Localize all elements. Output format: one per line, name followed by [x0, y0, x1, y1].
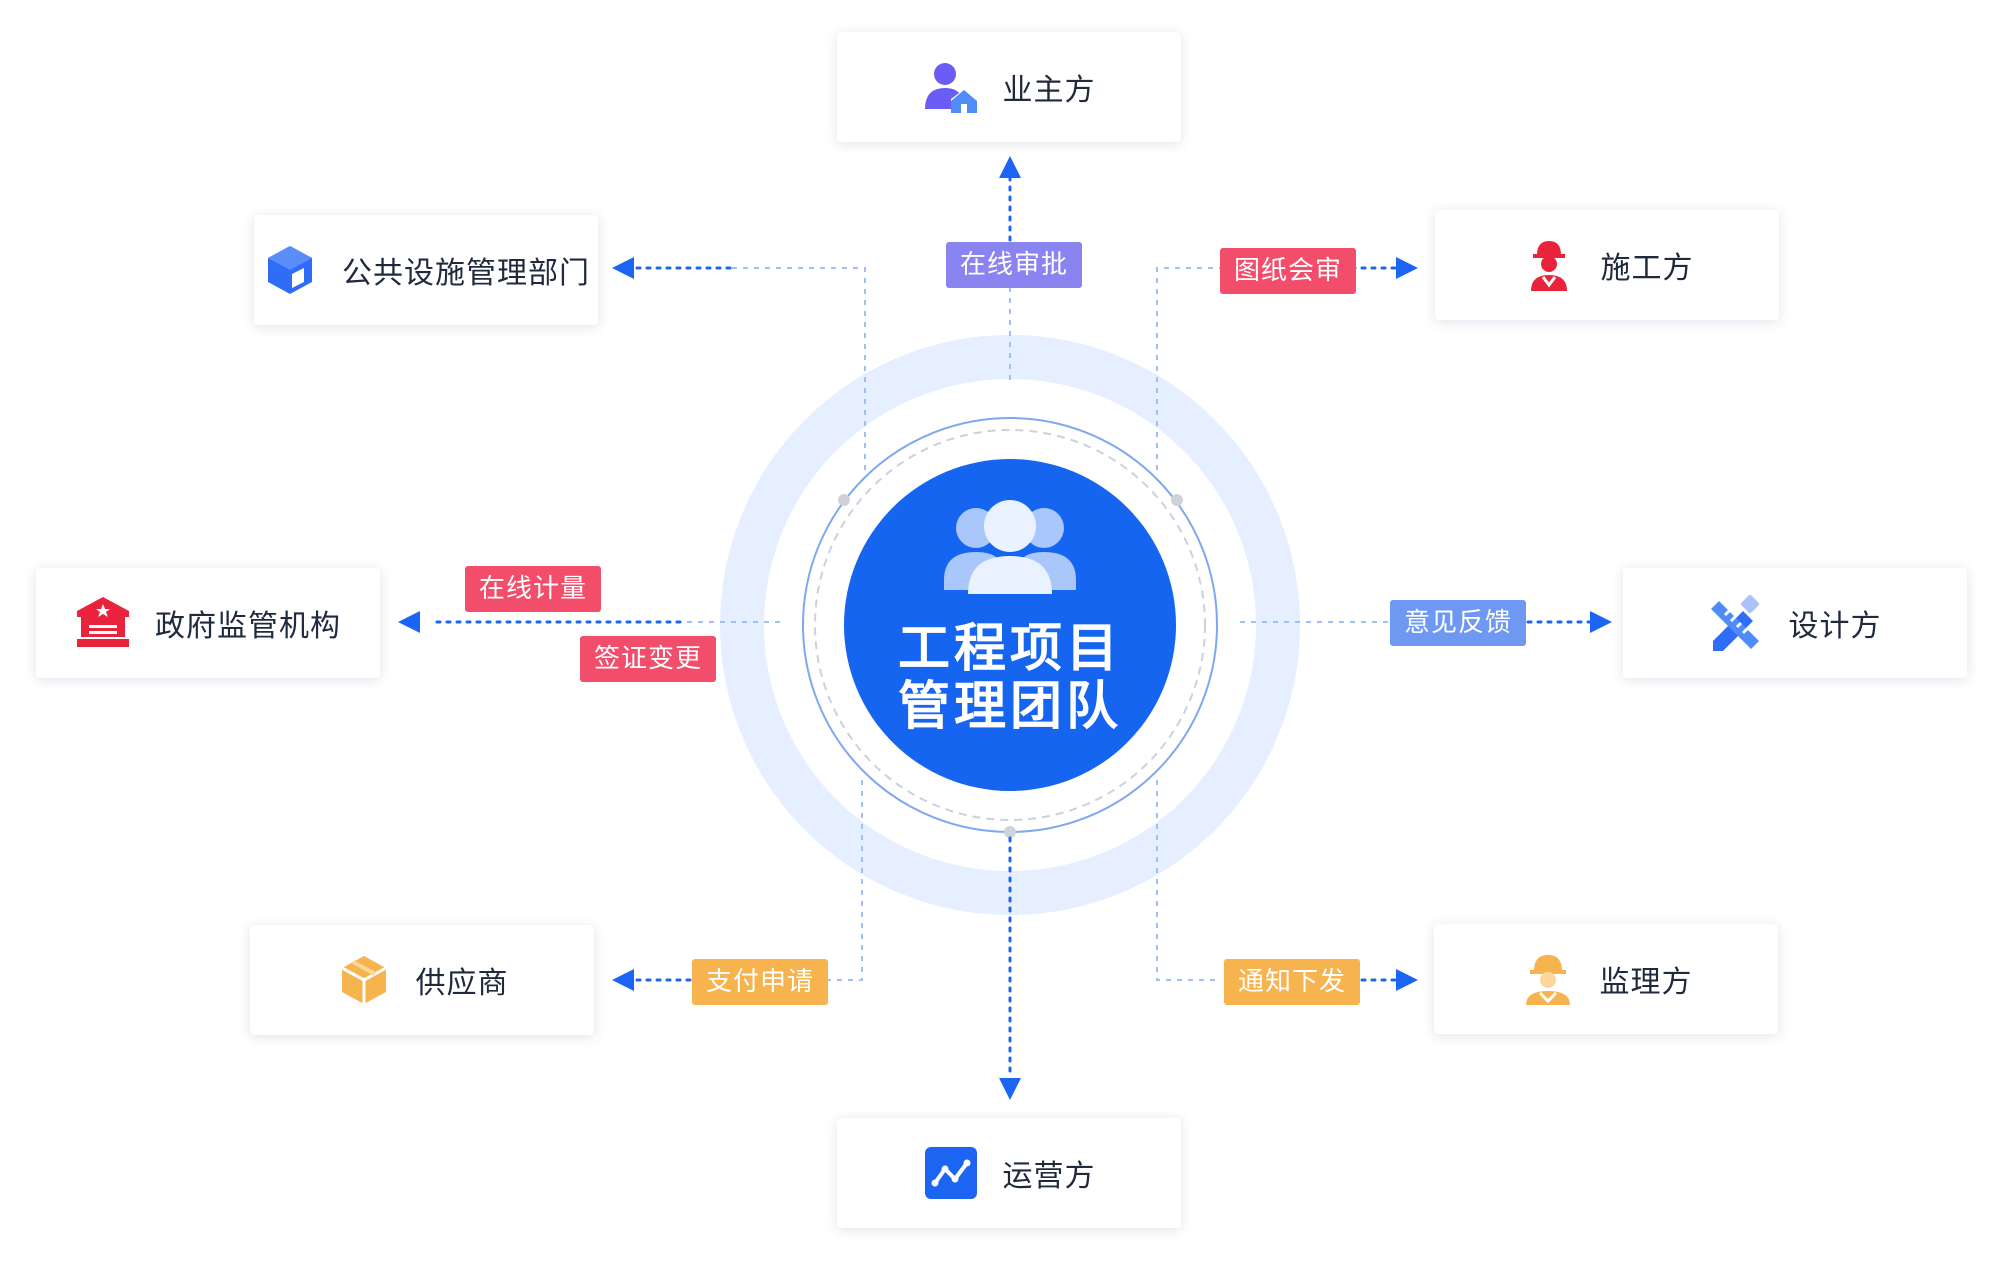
node-construction-label: 施工方 [1600, 251, 1694, 286]
arrowhead-top [999, 156, 1021, 178]
dashed-ring [814, 429, 1206, 821]
tag-notice-issue: 通知下发 [1224, 959, 1361, 1005]
node-government-label: 政府监管机构 [155, 609, 341, 644]
team-icon [944, 500, 1076, 594]
node-construction[interactable]: 施工方 [1435, 210, 1779, 320]
arrowhead-top-right [1396, 257, 1418, 279]
tag-visa-change: 签证变更 [580, 636, 717, 682]
node-supervision[interactable]: 监理方 [1434, 924, 1778, 1034]
node-owner[interactable]: 业主方 [837, 32, 1181, 142]
node-supplier[interactable]: 供应商 [250, 925, 594, 1035]
hardhat-worker-icon [1520, 951, 1576, 1007]
node-supplier-label: 供应商 [415, 966, 509, 1001]
arrowhead-bottom-right [1396, 969, 1418, 991]
node-owner-label: 业主方 [1002, 73, 1096, 108]
node-public-facilities[interactable]: 公共设施管理部门 [254, 215, 598, 325]
tag-online-measure: 在线计量 [465, 566, 602, 612]
box-icon [336, 952, 392, 1008]
construction-worker-icon [1521, 237, 1577, 293]
center-title-line1: 工程项目 [897, 619, 1122, 679]
trend-chart-icon [923, 1145, 979, 1201]
arrowhead-bottom [999, 1078, 1021, 1100]
arrowhead-bottom-left [612, 969, 634, 991]
ring-dot-left [838, 494, 850, 506]
tag-payment-request: 支付申请 [692, 959, 829, 1005]
guide-top-left [730, 267, 866, 470]
tag-feedback: 意见反馈 [1390, 600, 1527, 646]
center-disc [844, 459, 1176, 791]
owner-person-home-icon [923, 59, 979, 115]
tag-online-approval: 在线审批 [946, 242, 1083, 288]
arrowhead-right [1590, 611, 1612, 633]
government-building-icon [75, 595, 131, 651]
arrowhead-top-left [612, 257, 634, 279]
tag-drawing-review: 图纸会审 [1220, 248, 1357, 294]
node-operation[interactable]: 运营方 [837, 1118, 1181, 1228]
ruler-pencil-icon [1709, 595, 1765, 651]
guide-bottom-left [828, 780, 863, 981]
center-title: 工程项目 管理团队 [845, 620, 1175, 736]
node-supervision-label: 监理方 [1599, 965, 1693, 1000]
arrowhead-left [398, 611, 420, 633]
center-title-line2: 管理团队 [897, 677, 1122, 737]
node-design-label: 设计方 [1788, 609, 1882, 644]
ring-dot-bottom [1004, 826, 1016, 838]
guide-top-right [1156, 267, 1220, 470]
node-operation-label: 运营方 [1002, 1159, 1096, 1194]
guide-bottom-right [1156, 780, 1220, 981]
cube-icon [262, 242, 318, 298]
node-public-facilities-label: 公共设施管理部门 [342, 256, 590, 291]
node-design[interactable]: 设计方 [1623, 568, 1967, 678]
node-government[interactable]: 政府监管机构 [36, 568, 380, 678]
ring-dot-right [1171, 494, 1183, 506]
